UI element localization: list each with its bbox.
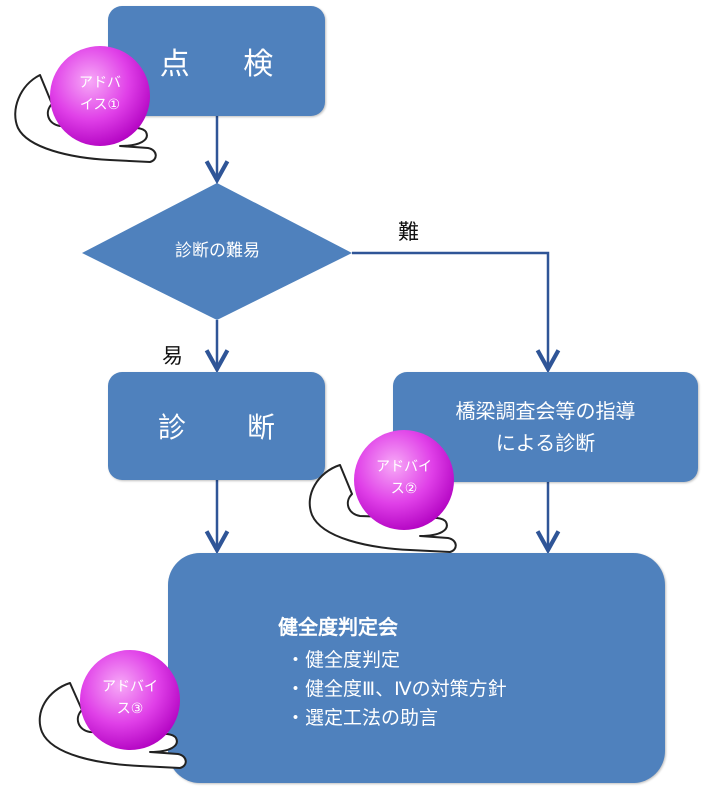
guidance-label-line1: 橋梁調査会等の指導 (455, 399, 636, 423)
edge-label-easy: 易 (162, 344, 183, 368)
meeting-title: 健全度判定会 (278, 615, 398, 639)
guidance-label-line2: による診断 (495, 431, 596, 455)
meeting-item: ・健全度判定 (286, 649, 401, 671)
evaluation-meeting-node: 健全度判定会 ・健全度判定 ・健全度Ⅲ、Ⅳの対策方針 ・選定工法の助言 (168, 553, 665, 783)
arrow-decision-to-guidance (352, 251, 548, 369)
edge-label-hard: 難 (398, 220, 419, 244)
meeting-item: ・選定工法の助言 (286, 707, 439, 729)
advice-1-line2: イス① (79, 97, 121, 113)
meeting-item: ・健全度Ⅲ、Ⅳの対策方針 (286, 678, 507, 700)
diagnosis-label: 診 断 (158, 411, 301, 444)
advice-1-label: アドバ イス① (55, 72, 145, 116)
diagnosis-node: 診 断 (108, 372, 325, 480)
advice-3-label: アドバイ ス③ (85, 676, 175, 720)
advice-1-line1: アドバ (79, 75, 121, 91)
advice-3-line2: ス③ (116, 701, 144, 717)
decision-label: 診断の難易 (175, 241, 260, 261)
advice-ball-icon (50, 46, 150, 146)
inspection-label: 点 検 (159, 47, 296, 82)
advice-ball-icon (354, 430, 454, 530)
advice-3-line1: アドバイ (102, 679, 158, 695)
decision-diamond (82, 183, 352, 320)
advice-2-line1: アドバイ (376, 459, 432, 475)
advice-2-line2: ス② (390, 481, 418, 497)
advice-ball-icon (80, 650, 180, 750)
advice-2-label: アドバイ ス② (359, 456, 449, 500)
